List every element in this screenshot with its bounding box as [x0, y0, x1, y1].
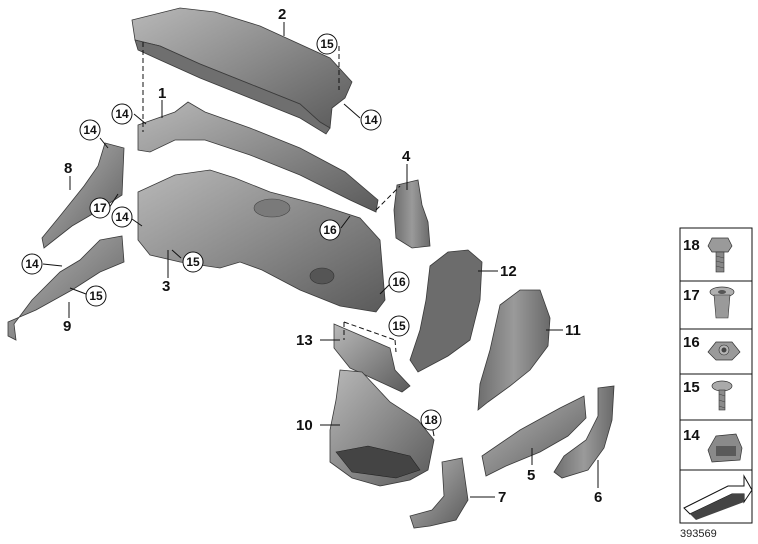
part-10-air-duct-housing — [329, 369, 435, 487]
part-2-upper-cowl-panel — [131, 7, 353, 135]
part-1-wheelhouse-bracket — [137, 101, 379, 213]
callout-4: 4 — [402, 148, 411, 165]
reference-number: 393569 — [680, 528, 717, 540]
svg-text:14: 14 — [115, 107, 129, 121]
callout-2: 2 — [278, 6, 286, 23]
legend-num-16: 16 — [683, 334, 700, 351]
svg-text:15: 15 — [186, 255, 200, 269]
circled-callout-14-right-top: 14 — [360, 109, 382, 131]
circled-callout-18: 18 — [420, 409, 442, 431]
circled-callout-16-a: 16 — [319, 219, 341, 241]
circled-callouts: 15 14 14 14 17 14 14 15 15 16 16 15 18 — [21, 33, 442, 431]
legend-num-18: 18 — [683, 237, 700, 254]
svg-text:17: 17 — [93, 201, 107, 215]
expanding-nut-icon — [709, 286, 735, 319]
callout-11: 11 — [565, 322, 581, 339]
callout-1: 1 — [158, 85, 166, 102]
svg-text:14: 14 — [83, 123, 97, 137]
callout-numbers: 2 1 3 4 8 9 12 11 13 10 5 7 6 — [63, 6, 602, 506]
circled-callout-15-top: 15 — [316, 33, 338, 55]
bolt-icon — [707, 237, 733, 273]
dashed-lines — [142, 42, 401, 353]
fastener-legend: 18 17 16 15 14 — [679, 227, 753, 524]
svg-text:15: 15 — [392, 319, 406, 333]
callout-9: 9 — [63, 318, 71, 335]
legend-num-15: 15 — [683, 379, 700, 396]
part-7-duct — [409, 457, 469, 529]
circled-callout-14-part8: 14 — [79, 119, 101, 141]
svg-text:16: 16 — [323, 223, 337, 237]
callout-12: 12 — [500, 263, 517, 280]
callout-3: 3 — [162, 278, 170, 295]
clip-nut-icon — [707, 433, 743, 463]
callout-7: 7 — [498, 489, 506, 506]
part-12-wheel-arch-liner — [409, 249, 483, 373]
callout-6: 6 — [594, 489, 602, 506]
callout-10: 10 — [296, 417, 313, 434]
part-13-support — [333, 323, 411, 393]
leader-lines — [42, 22, 599, 498]
hex-nut-icon — [707, 341, 741, 361]
circled-callout-14-mid: 14 — [111, 206, 133, 228]
svg-text:15: 15 — [320, 37, 334, 51]
circled-callout-15-part13: 15 — [388, 315, 410, 337]
part-11-wheel-arch-liner — [477, 289, 551, 411]
circled-callout-15-part9: 15 — [85, 285, 107, 307]
circled-callout-14-part9: 14 — [21, 253, 43, 275]
assembly-arrow-icon — [683, 474, 753, 520]
circled-callout-16-b: 16 — [388, 271, 410, 293]
svg-text:16: 16 — [392, 275, 406, 289]
svg-text:14: 14 — [364, 113, 378, 127]
circled-callout-17: 17 — [89, 197, 111, 219]
screw-icon — [711, 380, 733, 411]
circled-callout-15-part3: 15 — [182, 251, 204, 273]
part-9-trim-bracket — [7, 235, 125, 341]
part-3-wheelhouse-panel — [137, 169, 386, 313]
circled-callout-14-left-top: 14 — [111, 103, 133, 125]
callout-8: 8 — [64, 160, 72, 177]
svg-text:18: 18 — [424, 413, 438, 427]
legend-num-17: 17 — [683, 287, 700, 304]
svg-text:15: 15 — [89, 289, 103, 303]
callout-5: 5 — [527, 467, 535, 484]
svg-text:14: 14 — [25, 257, 39, 271]
part-4-bracket — [393, 179, 431, 249]
part-6-air-channel — [553, 385, 615, 479]
callout-13: 13 — [296, 332, 313, 349]
legend-num-14: 14 — [683, 427, 700, 444]
part-5-air-channel — [481, 395, 587, 477]
svg-text:14: 14 — [115, 210, 129, 224]
part-8-trim-bracket — [41, 142, 125, 249]
